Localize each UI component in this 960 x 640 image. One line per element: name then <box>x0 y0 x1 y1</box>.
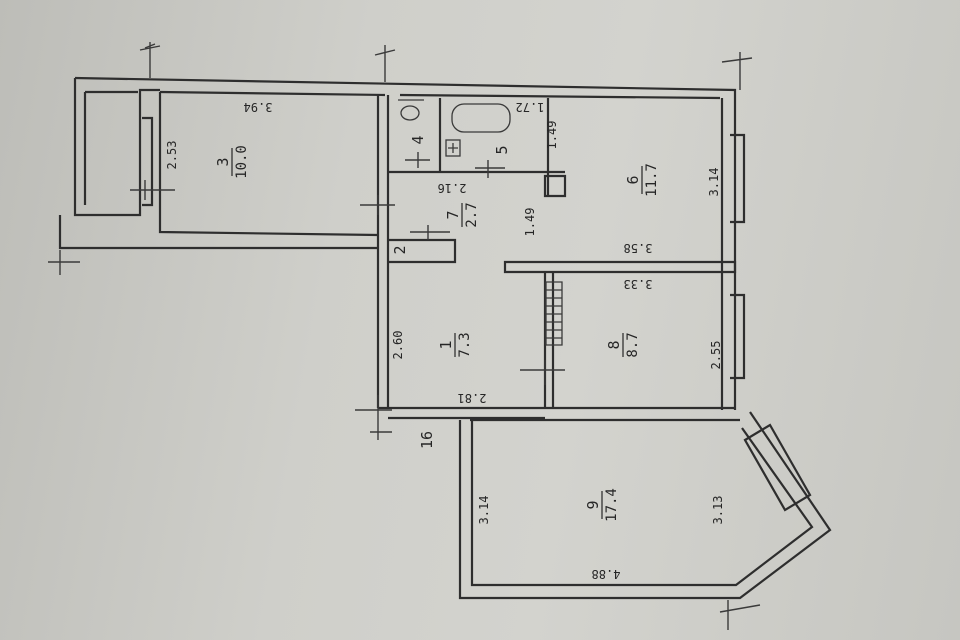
dimension-label: 1.49 <box>545 121 559 150</box>
central-wall <box>376 95 390 408</box>
dimension-label: 2.55 <box>709 341 723 370</box>
dimension-label: 1.49 <box>523 208 537 237</box>
sink-cross <box>448 143 458 153</box>
right-window-lower <box>730 293 746 380</box>
room-area: 7.3 <box>457 332 473 357</box>
toilet-icon <box>400 105 420 121</box>
partition-6-8 <box>503 260 737 274</box>
room-8-left-wall <box>543 272 555 408</box>
room-number: 1 <box>437 340 455 349</box>
dimension-label: 2.81 <box>458 391 487 405</box>
door-marks <box>130 152 565 385</box>
room-number: 4 <box>409 135 427 144</box>
dimension-label: 4.88 <box>592 567 621 581</box>
bay-window <box>743 423 812 512</box>
dimension-label: 3.13 <box>711 496 725 525</box>
room-9-outline <box>458 411 832 600</box>
room-number: 5 <box>493 145 511 154</box>
room-area: 8.7 <box>625 332 641 357</box>
dimension-label: 3.14 <box>707 168 721 197</box>
dimension-label: 3.14 <box>477 496 491 525</box>
sink-icon <box>445 139 461 157</box>
closet-2 <box>388 238 457 264</box>
room-9-label: 9 17.4 <box>584 488 620 522</box>
right-window-upper <box>730 133 746 224</box>
dimension-label: 1.72 <box>516 100 545 114</box>
room-3-walls <box>158 92 379 237</box>
room-area: 11.7 <box>644 163 660 197</box>
dimension-label: 2.16 <box>438 181 467 195</box>
room-7-label: 7 2.7 <box>444 202 480 227</box>
room-area: 2.7 <box>464 202 480 227</box>
dimension-label: 3.33 <box>624 277 653 291</box>
wc-bath-walls <box>388 98 565 196</box>
dimension-label: 3.58 <box>624 241 653 255</box>
room-5-label: 5 <box>493 145 511 154</box>
right-exterior-wall <box>720 98 737 410</box>
dimension-label: 3.94 <box>244 100 273 114</box>
balcony-left-inner <box>83 90 138 205</box>
fixtures <box>398 99 511 157</box>
room-number: 9 <box>584 500 602 509</box>
room-area: 10.0 <box>234 145 250 179</box>
dimension-label: 2.53 <box>165 141 179 170</box>
radiator-room-8 <box>545 281 563 346</box>
walls <box>58 76 832 600</box>
balcony-left-block <box>73 78 160 217</box>
bathtub-icon <box>451 103 511 133</box>
room-1-label: 1 7.3 <box>437 332 473 357</box>
room-labels: 3 10.0 4 5 6 11.7 7 2.7 2 1 7.3 8 <box>214 135 660 521</box>
dimension-labels: 3.94 2.53 1.72 1.49 2.16 1.49 3.14 3.58 … <box>165 100 725 581</box>
room-2-label: 2 <box>391 245 409 254</box>
room-9-top-wall <box>378 406 740 422</box>
top-interior-line <box>159 90 721 100</box>
room-3-lower-wall <box>58 215 378 250</box>
small-duct <box>543 174 567 198</box>
room-number: 3 <box>214 157 232 166</box>
left-window <box>142 116 154 207</box>
room-6-label: 6 11.7 <box>624 163 660 197</box>
room-9-inner <box>470 420 814 587</box>
room-number: 6 <box>624 175 642 184</box>
room-4-label: 4 <box>409 135 427 144</box>
room-8-label: 8 8.7 <box>605 332 641 357</box>
wall-thickness-label: 16 <box>418 431 436 449</box>
break-marks <box>48 42 761 630</box>
room-area: 17.4 <box>604 488 620 522</box>
room-number: 7 <box>444 210 462 219</box>
top-exterior-wall <box>74 76 737 98</box>
room-number: 2 <box>391 245 409 254</box>
dimension-label: 2.60 <box>391 331 405 360</box>
room-3-label: 3 10.0 <box>214 145 250 179</box>
room-number: 8 <box>605 340 623 349</box>
